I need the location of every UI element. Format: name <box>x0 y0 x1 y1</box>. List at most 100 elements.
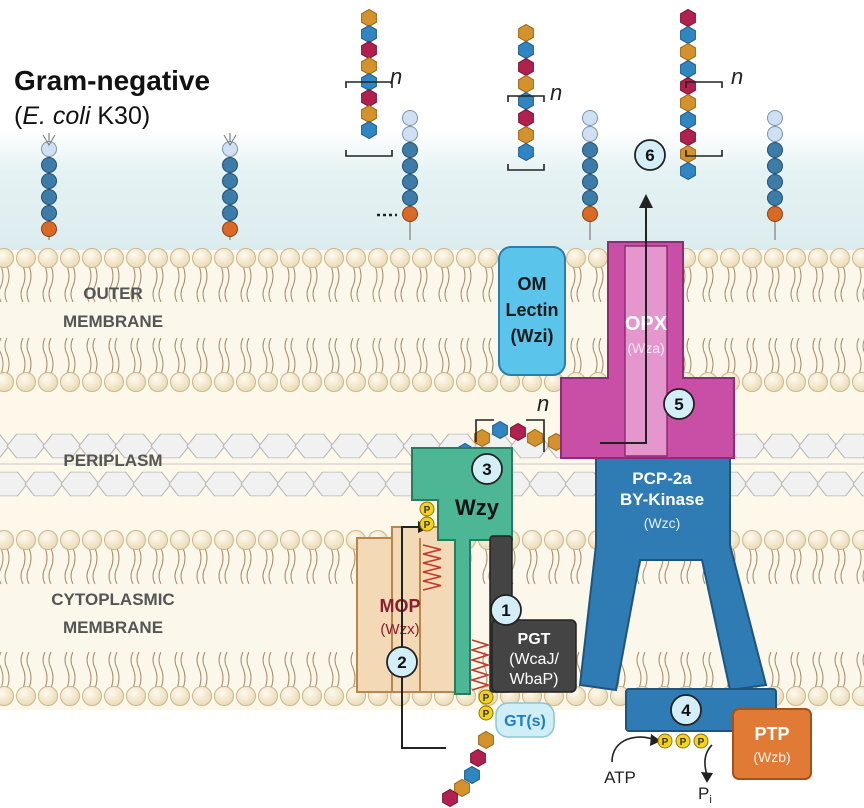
lipid-head <box>808 686 828 706</box>
lipid-head <box>170 530 190 550</box>
step-number: 1 <box>501 601 510 620</box>
lps-sugar <box>582 206 598 222</box>
atp-arrowhead <box>650 734 661 746</box>
lipid-tail <box>86 265 98 303</box>
lipid-tail <box>0 547 10 585</box>
lipid-tail <box>152 547 164 585</box>
lipid-tail <box>284 547 296 585</box>
mop-gene: (Wzx) <box>380 621 419 638</box>
step-number: 3 <box>482 460 491 479</box>
wzy-body <box>411 447 513 695</box>
blue-sugar <box>361 120 377 140</box>
crimson-sugar <box>518 108 534 128</box>
lipid-tail <box>240 547 252 585</box>
lipid-tail <box>174 337 186 375</box>
lipid-head <box>236 372 256 392</box>
peptidoglycan-cell <box>150 433 190 459</box>
lipid-head <box>0 248 14 268</box>
peptidoglycan-cell <box>816 471 856 497</box>
pgt-label-2: (WcaJ/ <box>509 651 559 668</box>
lps-chains <box>41 110 783 240</box>
lipid-head <box>104 530 124 550</box>
lps-sugar <box>582 126 598 142</box>
lipid-head <box>280 372 300 392</box>
wzy-label: Wzy <box>455 495 500 520</box>
lipid-head <box>236 686 256 706</box>
lipid-tail <box>130 651 142 689</box>
om-lectin-label-2: Lectin <box>505 300 558 320</box>
lipid-head <box>412 248 432 268</box>
pi-arrow <box>704 744 713 776</box>
lps-sugar <box>582 190 598 206</box>
lipid-tail <box>218 547 230 585</box>
lipid-head <box>192 248 212 268</box>
lipid-tail <box>394 265 406 303</box>
lipid-tail <box>592 337 604 375</box>
step-marker-4: 4 <box>670 694 702 726</box>
step-circle <box>490 594 522 626</box>
lipid-head <box>478 372 498 392</box>
lipid-head <box>808 372 828 392</box>
peptidoglycan-cell <box>762 433 802 459</box>
lipid-tail <box>834 337 846 375</box>
lipid-tail <box>262 265 274 303</box>
lipid-tail <box>306 651 318 689</box>
lps-branch <box>42 134 56 146</box>
lipid-head <box>0 686 14 706</box>
lipid-tail <box>0 651 10 689</box>
lps-molecule <box>582 110 598 240</box>
lps-sugar <box>767 174 783 190</box>
lipid-tail <box>416 265 428 303</box>
lipid-tail <box>702 651 714 689</box>
lipid-head <box>456 372 476 392</box>
lipid-tail <box>438 337 450 375</box>
periplasm-label: PERIPLASM <box>63 451 162 470</box>
lipid-head <box>280 686 300 706</box>
blue-sugar <box>464 765 480 785</box>
lipid-tail <box>284 651 296 689</box>
crimson-sugar <box>680 127 696 147</box>
flip-arrow <box>401 526 446 749</box>
lipid-tail <box>592 265 604 303</box>
lipid-head <box>588 248 608 268</box>
lps-sugar <box>402 174 418 190</box>
lipid-tail <box>702 265 714 303</box>
lipid-tail <box>790 265 802 303</box>
lipid-tail <box>64 337 76 375</box>
blue-sugar <box>518 142 534 162</box>
lipid-tail <box>724 337 736 375</box>
lipid-head <box>390 248 410 268</box>
ptp-body <box>732 708 812 780</box>
lipid-tail <box>174 265 186 303</box>
peptidoglycan-cell <box>0 471 28 497</box>
lipid-tail <box>284 265 296 303</box>
pcp-label-1: PCP-2a <box>632 469 692 488</box>
lipid-head <box>302 530 322 550</box>
lps-sugar <box>41 205 57 221</box>
lipid-tail <box>328 651 340 689</box>
lipid-head <box>808 248 828 268</box>
lipid-head <box>192 686 212 706</box>
lipid-tail <box>856 265 864 303</box>
crimson-sugar <box>680 76 696 96</box>
step-number: 5 <box>674 395 683 414</box>
lipid-head <box>148 372 168 392</box>
lipid-head <box>38 686 58 706</box>
lipid-tail <box>108 265 120 303</box>
phosphate-label: P <box>662 737 669 748</box>
lipid-head <box>852 372 864 392</box>
lipid-tail <box>20 547 32 585</box>
bracket-left <box>475 419 494 442</box>
crimson-sugar <box>510 422 526 442</box>
lipid-head <box>38 248 58 268</box>
lipid-head <box>566 530 586 550</box>
om-lectin-label-3: (Wzi) <box>511 326 554 346</box>
lipid-head <box>478 248 498 268</box>
bracket-bottom <box>345 150 393 157</box>
lps-sugar <box>402 142 418 158</box>
lps-sugar <box>767 206 783 222</box>
orange-sugar <box>680 42 696 62</box>
lipid-tail <box>790 651 802 689</box>
lipid-head <box>786 372 806 392</box>
peptidoglycan-cell <box>96 471 136 497</box>
